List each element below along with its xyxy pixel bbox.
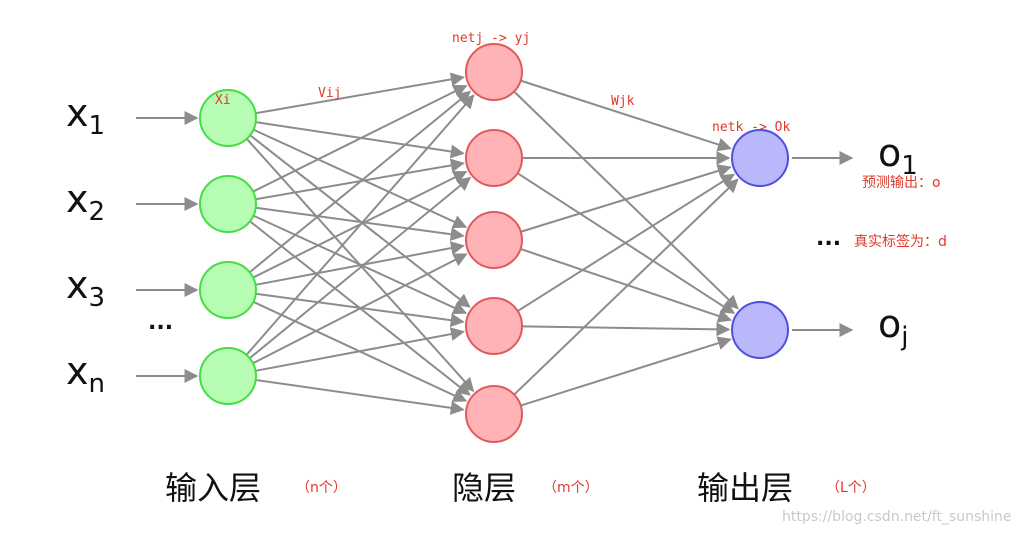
edge-input-hidden-2-3 bbox=[255, 206, 465, 242]
annotation-wjk: Wjk bbox=[611, 94, 635, 109]
edge-input-hidden-2-1 bbox=[252, 84, 468, 193]
input-ellipsis: ... bbox=[148, 310, 174, 335]
hidden-node-3 bbox=[465, 211, 523, 269]
annotation-predicted-output: 预测输出：o bbox=[862, 175, 941, 191]
hidden-node-1 bbox=[465, 43, 523, 101]
input-label-xn: xn bbox=[66, 349, 105, 399]
edge-input-hidden-4-5 bbox=[255, 378, 465, 415]
edge-hidden-output-5-2 bbox=[520, 336, 732, 407]
annotation-xi: Xi bbox=[215, 93, 231, 108]
edge-hidden-output-1-1 bbox=[520, 79, 732, 152]
output-node-1 bbox=[731, 129, 789, 187]
output-node-2 bbox=[731, 301, 789, 359]
annotation-net-hidden: netj -> yj bbox=[452, 31, 531, 46]
hidden-node-5 bbox=[465, 385, 523, 443]
annotation-true-label: 真实标签为：d bbox=[854, 234, 947, 250]
hidden-node-2 bbox=[465, 129, 523, 187]
output-label-o1: o1 bbox=[878, 131, 918, 181]
edge-input-hidden-4-3 bbox=[252, 253, 468, 365]
annotation-net-output: netk -> Ok bbox=[712, 120, 791, 135]
edge-input-hidden-4-2 bbox=[249, 176, 472, 360]
layer-count-hidden: （m个） bbox=[543, 480, 599, 496]
annotation-vij: Vij bbox=[318, 86, 342, 101]
input-node-3 bbox=[199, 261, 257, 319]
input-label-x3: x3 bbox=[66, 263, 106, 313]
layer-count-input: （n个） bbox=[296, 480, 347, 496]
input-node-4 bbox=[199, 347, 257, 405]
input-node-2 bbox=[199, 175, 257, 233]
layer-count-output: （L个） bbox=[826, 480, 876, 496]
edge-hidden-output-4-1 bbox=[517, 173, 735, 312]
edge-hidden-output-4-2 bbox=[521, 322, 731, 337]
edge-input-hidden-4-4 bbox=[255, 327, 465, 372]
output-label-oj: oj bbox=[878, 302, 909, 352]
layer-name-input: 输入层 bbox=[165, 469, 262, 507]
input-label-x2: x2 bbox=[66, 177, 106, 227]
edge-input-hidden-3-1 bbox=[249, 90, 472, 274]
edge-input-hidden-1-1 bbox=[255, 72, 465, 115]
layer-name-output: 输出层 bbox=[697, 469, 794, 507]
layer-name-hidden: 隐层 bbox=[452, 469, 517, 507]
edge-hidden-output-3-1 bbox=[520, 164, 732, 233]
edge-input-hidden-4-1 bbox=[245, 94, 475, 356]
watermark: https://blog.csdn.net/ft_sunshine bbox=[782, 509, 1012, 525]
edge-input-hidden-3-3 bbox=[255, 241, 465, 286]
hidden-node-4 bbox=[465, 297, 523, 355]
edge-hidden-output-5-1 bbox=[513, 178, 739, 396]
input-node-1 bbox=[199, 89, 257, 147]
edge-hidden-output-3-2 bbox=[520, 248, 732, 323]
input-label-x1: x1 bbox=[66, 91, 106, 141]
output-ellipsis: ... bbox=[816, 226, 842, 251]
